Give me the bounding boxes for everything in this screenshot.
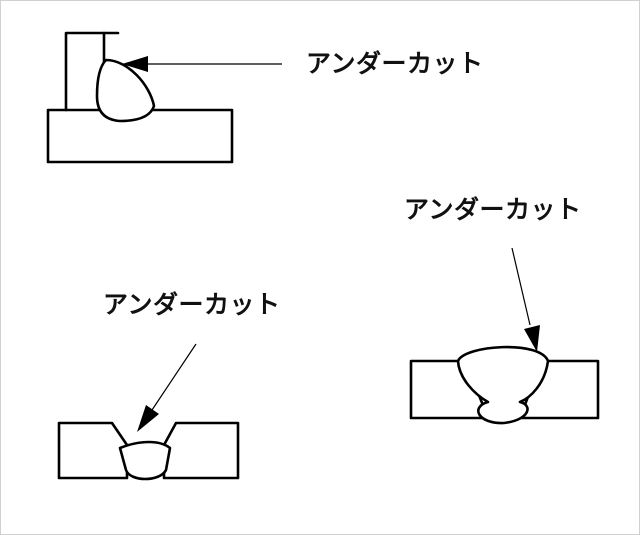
arrow-head-2 [524, 325, 540, 352]
fillet-weld-figure [46, 31, 234, 164]
fillet-weld-bead [95, 58, 156, 123]
leader-line-3 [151, 343, 197, 411]
vertical-plate [64, 31, 120, 112]
groove-weld-bead [118, 440, 172, 481]
leader-line-2 [511, 247, 531, 326]
butt-weld-convex-figure [409, 345, 600, 425]
undercut-label-groove: アンダーカット [103, 290, 281, 319]
convex-weld-bead [456, 345, 550, 425]
right-plate [162, 421, 240, 480]
arrow-head-1 [122, 56, 148, 72]
undercut-label-convex: アンダーカット [404, 195, 582, 224]
arrow-head-3 [137, 405, 159, 432]
undercut-label-fillet: アンダーカット [306, 49, 484, 78]
left-plate [57, 421, 129, 480]
butt-weld-groove-figure [57, 421, 240, 481]
